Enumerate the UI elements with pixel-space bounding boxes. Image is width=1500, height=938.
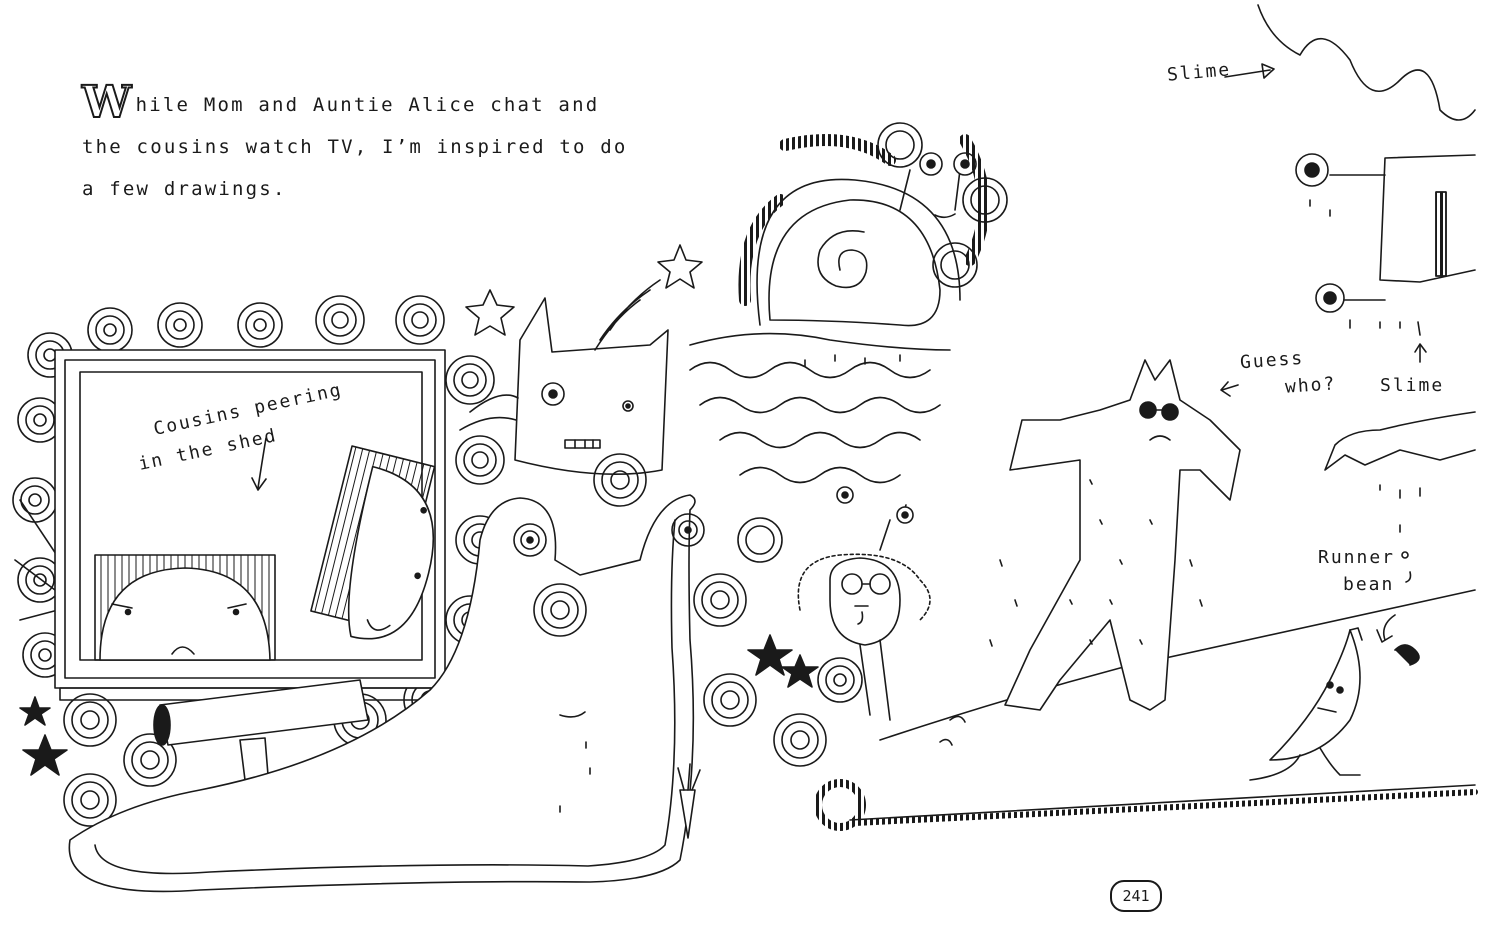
slime-label-right: Slime	[1380, 375, 1445, 396]
runner-bean	[1249, 551, 1420, 781]
cat-creature	[459, 297, 669, 476]
slime-monster-right	[1257, 4, 1476, 533]
wavy-slime-layers	[689, 332, 951, 484]
star-icon	[747, 634, 793, 676]
star-icon	[19, 696, 51, 726]
drop-cap: W	[81, 77, 134, 128]
star-icon	[465, 289, 515, 336]
star-icon	[781, 654, 819, 688]
narration-text: hile Mom and Auntie Alice chat and the c…	[82, 94, 628, 200]
star-icon	[22, 734, 68, 776]
ray-lines	[14, 499, 61, 621]
road-edge	[849, 784, 1476, 821]
striped-snail	[738, 122, 1008, 327]
swirl-cluster-middle	[533, 453, 866, 831]
guess-who-label-1: Guess	[1239, 347, 1305, 374]
road-line	[879, 589, 1476, 741]
page-number: 241	[1110, 880, 1162, 912]
tv-set	[54, 349, 446, 689]
guess-who-label-2: who?	[1284, 373, 1338, 398]
runner-bean-label-1: Runner	[1318, 547, 1396, 568]
runner-bean-label-2: bean	[1343, 574, 1395, 595]
star-icon	[657, 244, 703, 289]
hairy-monster	[939, 359, 1241, 746]
woman-with-glasses	[797, 486, 931, 721]
